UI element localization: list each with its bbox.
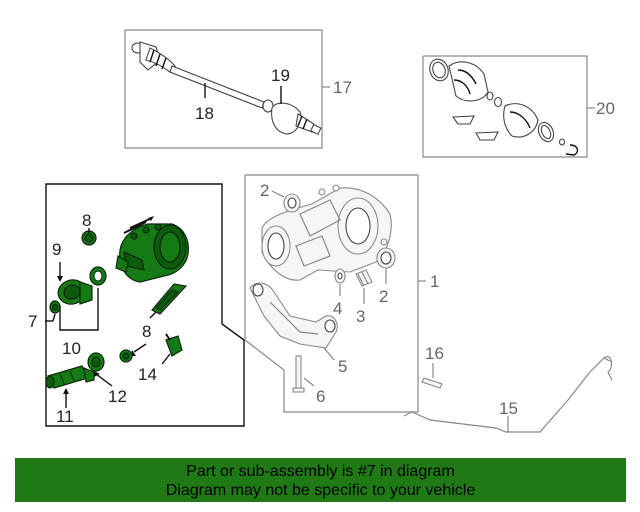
group-1-carrier-assembly[interactable]: 1 2 2 <box>244 174 439 413</box>
callout-7[interactable]: 7 <box>28 312 37 331</box>
leader-8b <box>133 343 147 353</box>
seal-12 <box>87 352 105 372</box>
outer-cv-joint-right <box>262 99 322 136</box>
shaft-11 <box>45 365 95 389</box>
callout-2a[interactable]: 2 <box>260 181 269 200</box>
inner-cv-joint-left <box>131 41 176 73</box>
callout-9[interactable]: 9 <box>52 240 61 259</box>
group-17-axle-shaft[interactable]: 17 18 19 <box>124 29 352 149</box>
banner-line-1: Part or sub-assembly is #7 in diagram <box>186 463 455 480</box>
group-20-boot-kit[interactable]: 20 <box>422 55 615 158</box>
box-1-outline <box>244 174 419 413</box>
axle-shaft-bar <box>169 65 265 109</box>
callout-14[interactable]: 14 <box>138 365 157 384</box>
callout-16[interactable]: 16 <box>425 344 444 363</box>
gasket-8 <box>151 283 188 315</box>
seal-2-right <box>376 247 396 269</box>
leader-14 <box>161 353 171 365</box>
callout-4[interactable]: 4 <box>333 299 342 318</box>
leader-6 <box>303 377 315 387</box>
vent-3 <box>355 269 373 287</box>
mount-bracket-5 <box>249 282 338 349</box>
leader-8b-top <box>149 311 157 319</box>
group-7-sub-assembly[interactable]: 8 9 7 10 8 <box>28 183 245 427</box>
callout-15[interactable]: 15 <box>499 399 518 418</box>
info-banner: Part or sub-assembly is #7 in diagram Di… <box>15 458 626 502</box>
seal-8-top <box>81 230 97 246</box>
sensor-14 <box>165 333 183 357</box>
differential-housing-highlight <box>115 216 189 283</box>
callout-12[interactable]: 12 <box>108 387 127 406</box>
callout-3[interactable]: 3 <box>356 307 365 326</box>
callout-6[interactable]: 6 <box>316 387 325 406</box>
vent-hose-15[interactable]: 15 <box>403 356 613 433</box>
seal-7 <box>49 300 61 314</box>
callout-11[interactable]: 11 <box>56 407 74 426</box>
banner-line-2: Diagram may not be specific to your vehi… <box>165 482 476 499</box>
bolt-6 <box>292 355 305 393</box>
callout-19[interactable]: 19 <box>271 66 290 85</box>
clip-16[interactable]: 16 <box>421 344 444 389</box>
seal-ring <box>89 266 107 286</box>
seal-8-lower <box>119 349 133 363</box>
leader-12 <box>95 373 113 387</box>
box-7-outline <box>45 183 245 427</box>
carrier-housing <box>261 184 392 281</box>
box-17-outline <box>124 29 323 149</box>
parts-diagram: 17 18 19 20 <box>28 29 615 433</box>
callout-8a[interactable]: 8 <box>82 211 91 230</box>
callout-8b[interactable]: 8 <box>142 322 151 341</box>
box-20-outline <box>422 55 588 158</box>
boot-kit-parts <box>429 58 579 156</box>
callout-1[interactable]: 1 <box>430 272 439 291</box>
callout-20[interactable]: 20 <box>596 99 615 118</box>
callout-17[interactable]: 17 <box>333 78 352 97</box>
callout-18[interactable]: 18 <box>195 104 214 123</box>
leader-2a <box>271 190 285 198</box>
callout-2b[interactable]: 2 <box>379 287 388 306</box>
callout-5[interactable]: 5 <box>338 357 347 376</box>
seal-2-top <box>283 193 301 213</box>
washer-4 <box>334 268 346 284</box>
leader-5 <box>323 347 335 361</box>
bracket-10 <box>59 288 99 331</box>
callout-10[interactable]: 10 <box>62 339 81 358</box>
cover-9 <box>57 279 93 305</box>
